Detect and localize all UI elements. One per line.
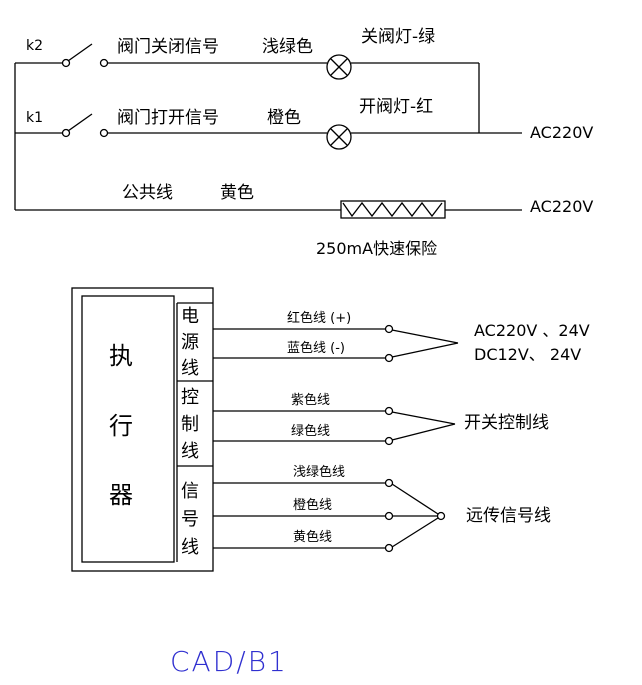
actuator-char-1: 执 <box>109 342 133 370</box>
close-lamp-label: 关阀灯-绿 <box>361 27 435 47</box>
fuse-zigzag <box>342 201 443 218</box>
power-dest-line-2: DC12V、 24V <box>474 345 581 364</box>
control-char-2: 制 <box>181 414 199 435</box>
footer-label: CAD/B1 <box>170 645 288 678</box>
open-lamp-label: 开阀灯-红 <box>359 97 433 117</box>
k2-switch-arm <box>67 43 93 62</box>
k1-label: k1 <box>26 110 43 126</box>
purple-wire-terminal <box>384 406 394 416</box>
actuator-outer-box <box>71 287 214 572</box>
orange-wire-label: 橙色线 <box>293 497 332 513</box>
orange-wire-terminal <box>384 511 394 521</box>
signal-char-2: 号 <box>181 509 199 530</box>
actuator-char-3: 器 <box>109 481 133 509</box>
light-green-wire-terminal <box>384 478 394 488</box>
actuator-char-2: 行 <box>109 412 133 440</box>
power-join-a <box>391 329 459 344</box>
signal-join-c <box>391 517 439 548</box>
purple-wire-label: 紫色线 <box>291 392 330 408</box>
fuse-label: 250mA快速保险 <box>316 239 437 258</box>
power-char-3: 线 <box>181 358 199 379</box>
control-char-3: 线 <box>181 441 199 462</box>
yellow-wire-label: 黄色线 <box>293 529 332 545</box>
close-lamp-icon <box>326 54 352 80</box>
k2-contact-right <box>99 58 109 68</box>
light-green-color-label: 浅绿色 <box>262 37 313 57</box>
ac-top-label: AC220V <box>530 123 593 142</box>
actuator-inner-box <box>81 295 175 563</box>
yellow-color-label: 黄色 <box>220 183 254 203</box>
signal-char-3: 线 <box>181 537 199 558</box>
red-wire-terminal <box>384 324 394 334</box>
valve-close-signal-label: 阀门关闭信号 <box>117 37 219 57</box>
light-green-wire-label: 浅绿色线 <box>293 464 345 480</box>
green-wire-terminal <box>384 436 394 446</box>
control-join-b <box>391 423 456 441</box>
power-dest-line-1: AC220V 、24V <box>474 321 590 340</box>
ac-bottom-label: AC220V <box>530 197 593 216</box>
power-join-b <box>391 342 459 358</box>
k1-contact-right <box>99 128 109 138</box>
k2-contact-left <box>61 58 71 68</box>
blue-wire-terminal <box>384 353 394 363</box>
close-lamp-cross-b <box>330 58 348 76</box>
signal-dest-label: 远传信号线 <box>466 506 551 526</box>
green-wire-label: 绿色线 <box>291 423 330 439</box>
k1-contact-left <box>61 128 71 138</box>
red-wire-label: 红色线 (+) <box>287 310 351 326</box>
open-lamp-icon <box>326 124 352 150</box>
control-char-1: 控 <box>181 387 199 408</box>
control-dest-label: 开关控制线 <box>464 413 549 433</box>
common-line-label: 公共线 <box>122 183 173 203</box>
signal-join-terminal <box>436 511 446 521</box>
signal-char-1: 信 <box>181 481 199 502</box>
power-char-2: 源 <box>181 332 199 353</box>
valve-open-signal-label: 阀门打开信号 <box>117 108 219 128</box>
open-lamp-cross-b <box>330 128 348 146</box>
k2-label: k2 <box>26 38 43 54</box>
k1-switch-arm <box>67 113 93 132</box>
orange-color-label: 橙色 <box>267 108 301 128</box>
blue-wire-label: 蓝色线 (-) <box>287 340 345 356</box>
signal-join-a <box>391 483 439 515</box>
power-char-1: 电 <box>181 306 199 327</box>
yellow-wire-terminal <box>384 543 394 553</box>
control-join-a <box>391 411 456 425</box>
